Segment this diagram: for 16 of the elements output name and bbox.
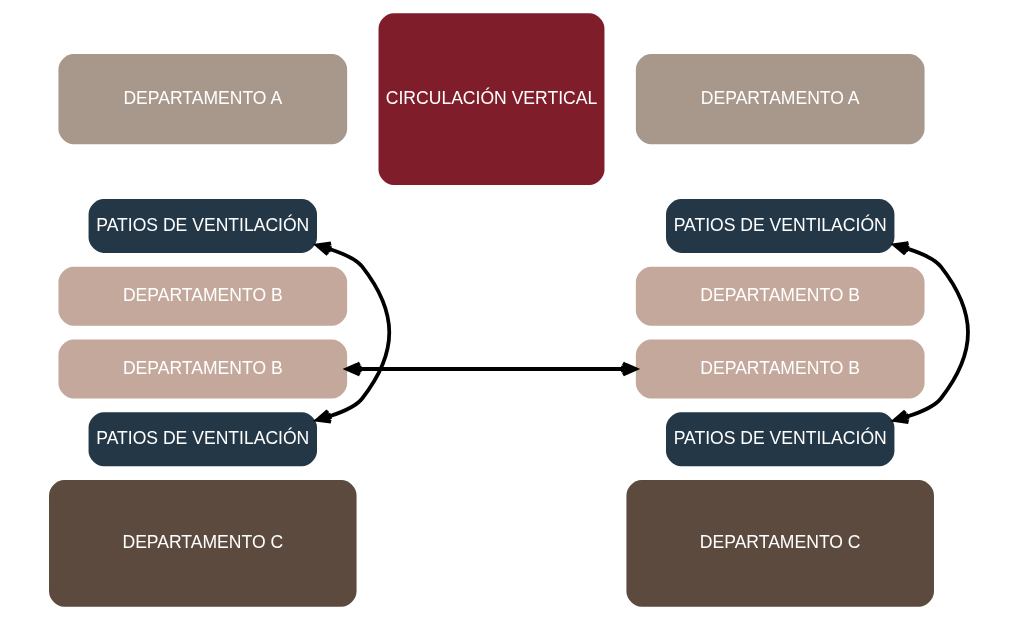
node-box: DEPARTAMENTO B: [58, 266, 348, 326]
node-box: DEPARTAMENTO A: [58, 53, 348, 145]
node-box: DEPARTAMENTO B: [635, 339, 925, 399]
arrow: [892, 241, 970, 424]
arrow: [315, 241, 392, 424]
node-box: PATIOS DE VENTILACIÓN: [88, 198, 317, 253]
node-box: PATIOS DE VENTILACIÓN: [666, 412, 895, 467]
node-box: CIRCULACIÓN VERTICAL: [378, 13, 605, 186]
node-box: DEPARTAMENTO C: [49, 480, 357, 607]
node-box: DEPARTAMENTO C: [626, 480, 934, 607]
arrow: [345, 361, 638, 377]
node-box: DEPARTAMENTO B: [635, 266, 925, 326]
node-box: PATIOS DE VENTILACIÓN: [666, 198, 895, 253]
node-box: DEPARTAMENTO A: [635, 53, 925, 145]
node-box: PATIOS DE VENTILACIÓN: [88, 412, 317, 467]
node-box: DEPARTAMENTO B: [58, 339, 348, 399]
